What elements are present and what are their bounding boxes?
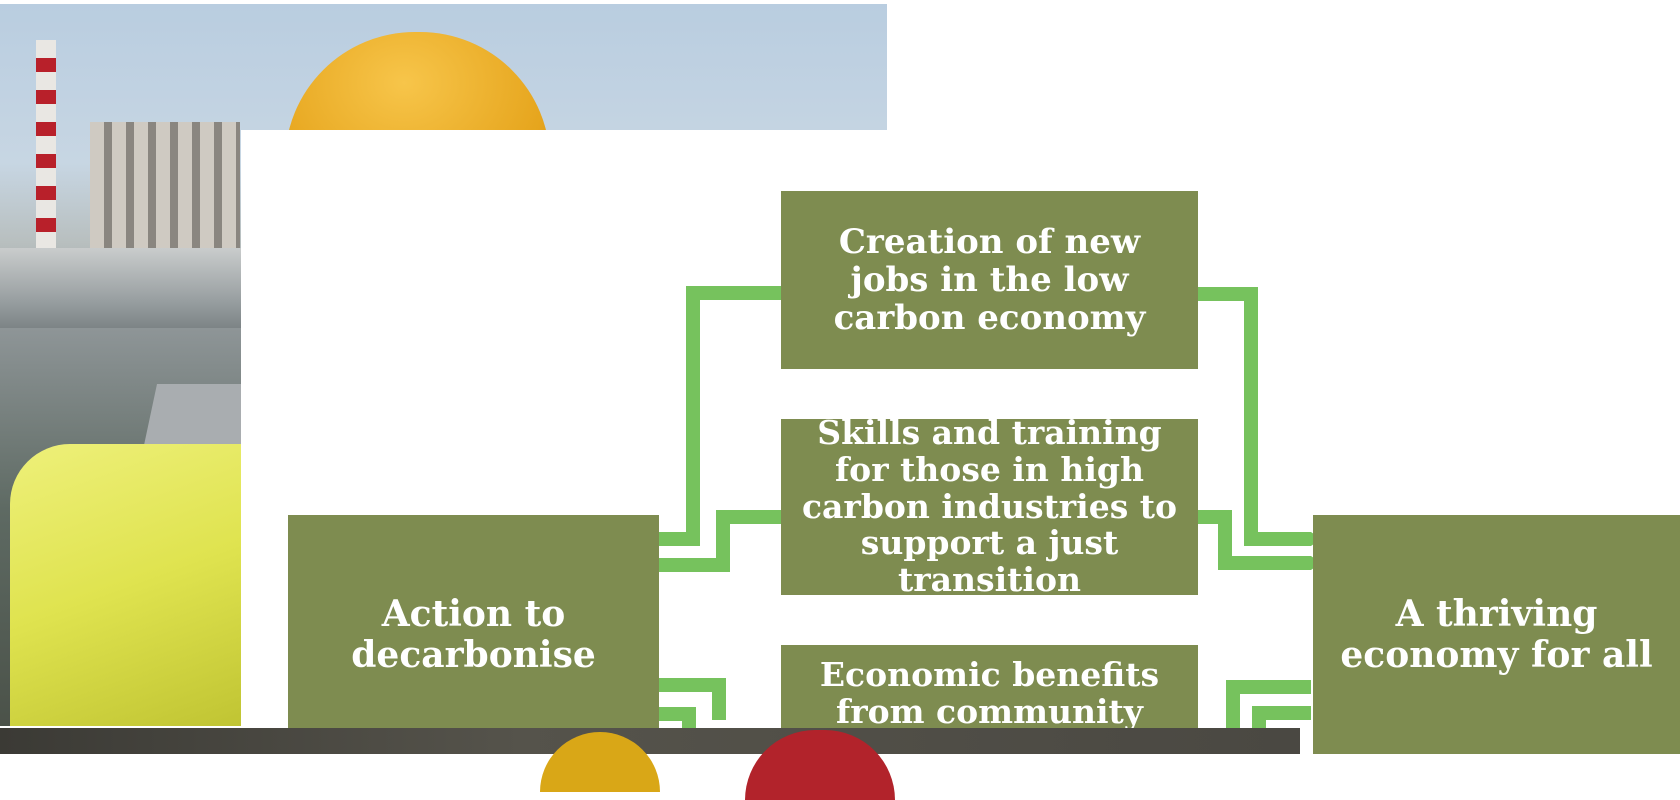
connector-to-benefits-2: [659, 707, 696, 730]
middle-box-skills: Skills and training for those in high ca…: [781, 414, 1198, 598]
connector-from-benefits-2: [1252, 706, 1311, 730]
connector-from-benefits-1: [1226, 680, 1311, 730]
connector-lines: [659, 286, 1321, 730]
connector-from-skills: [1197, 510, 1311, 570]
bottom-photo-strip: [0, 728, 1300, 754]
outcome-box-label: A thriving economy for all: [1340, 593, 1653, 676]
connector-to-skills: [659, 510, 781, 572]
connector-to-jobs: [659, 286, 781, 546]
factory-chimney: [36, 40, 56, 250]
diagram-panel: Action to decarbonise Creation of new jo…: [241, 130, 1680, 767]
factory-building: [90, 122, 240, 252]
source-box: Action to decarbonise: [288, 515, 659, 754]
middle-box-label: Skills and training for those in high ca…: [801, 412, 1178, 600]
connector-from-jobs: [1197, 287, 1311, 546]
middle-box-jobs: Creation of new jobs in the low carbon e…: [781, 191, 1198, 369]
middle-box-label: Creation of new jobs in the low carbon e…: [833, 221, 1146, 339]
source-box-label: Action to decarbonise: [351, 593, 596, 676]
outcome-box: A thriving economy for all: [1313, 515, 1680, 754]
connector-to-benefits-1: [659, 678, 726, 720]
